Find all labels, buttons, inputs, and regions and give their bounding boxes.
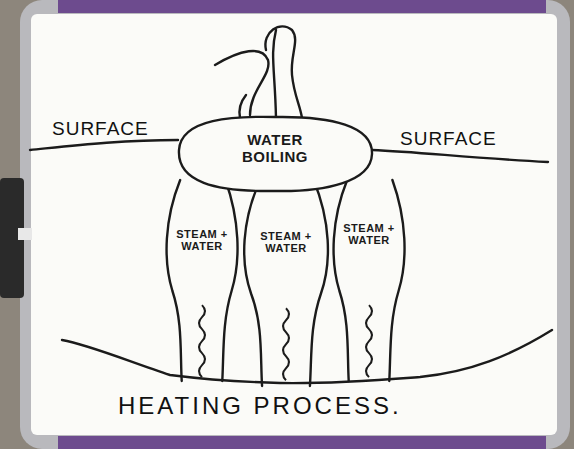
- column-label: STEAM + WATER: [257, 230, 315, 254]
- outline-stroke: [167, 180, 238, 381]
- ground-line: [62, 330, 552, 383]
- surface-label: SURFACE: [52, 118, 149, 140]
- steam-wisp: [265, 26, 302, 118]
- steam-water-column: STEAM + WATER: [330, 178, 408, 383]
- surface-line: [30, 140, 178, 150]
- purple-bar: [58, 436, 546, 449]
- purple-bar: [58, 0, 546, 13]
- steam-wisp: [215, 51, 268, 115]
- blob-label: WATER BOILING: [230, 132, 320, 165]
- column-label: STEAM + WATER: [340, 222, 398, 246]
- outline-stroke: [334, 180, 405, 381]
- outline-stroke: [179, 117, 372, 191]
- node-outline: [330, 178, 408, 383]
- steam-water-column: STEAM + WATER: [163, 178, 241, 383]
- surface-label: SURFACE: [400, 128, 497, 150]
- steam-wisp: [273, 30, 276, 118]
- board-frame: [20, 0, 570, 449]
- outline-stroke: [244, 180, 328, 386]
- steam-squiggle: [199, 305, 205, 377]
- diagram-caption: HEATING PROCESS.: [118, 392, 402, 420]
- boiling-water-blob: WATER BOILING: [175, 114, 375, 194]
- steam-water-column: STEAM + WATER: [240, 178, 332, 388]
- board-surface: [31, 14, 557, 435]
- node-outline: [240, 178, 332, 388]
- steam-squiggle: [366, 305, 372, 377]
- surface-line: [372, 150, 548, 162]
- steam-wisp: [239, 95, 246, 118]
- steam-squiggle: [283, 308, 289, 380]
- column-label: STEAM + WATER: [173, 228, 231, 252]
- marker-clip: [18, 228, 32, 240]
- node-outline: [163, 178, 241, 383]
